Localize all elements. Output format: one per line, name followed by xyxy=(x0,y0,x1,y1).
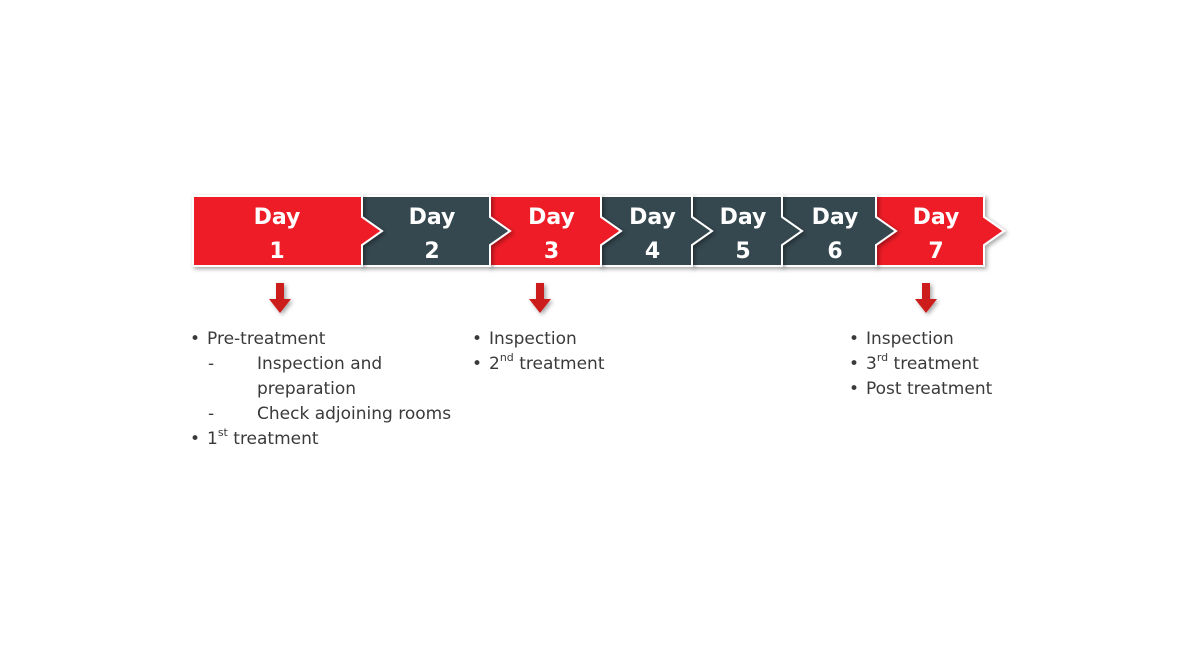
bullet-icon: • xyxy=(472,329,483,349)
note-text: Post treatment xyxy=(866,379,993,399)
day-2-word: Day xyxy=(409,205,456,230)
note-text: Inspection xyxy=(866,329,954,349)
day-6-word: Day xyxy=(812,205,859,230)
list-item: • Inspection xyxy=(849,327,992,352)
day-6-block: Day 6 xyxy=(781,195,898,267)
day-6-segment xyxy=(781,195,898,267)
day-7-number: 7 xyxy=(928,239,943,264)
note-text: 2nd treatment xyxy=(489,351,605,374)
day-7-segment xyxy=(875,195,1006,267)
day-4-number: 4 xyxy=(645,239,660,264)
note-text: 1st treatment xyxy=(207,426,319,449)
list-item: • 2nd treatment xyxy=(472,352,604,377)
note-text: Pre-treatment xyxy=(207,329,326,349)
bullet-icon: • xyxy=(190,329,201,349)
bullet-icon: • xyxy=(190,429,201,449)
day-3-number: 3 xyxy=(544,239,559,264)
day-2-segment xyxy=(361,195,512,267)
sub-list-item: - Inspection and xyxy=(190,352,451,377)
list-item: • Pre-treatment xyxy=(190,327,451,352)
note-text: Inspection and xyxy=(257,354,383,374)
day-7-word: Day xyxy=(913,205,960,230)
note-text: Check adjoining rooms xyxy=(257,404,452,424)
sub-list-item: - Check adjoining rooms xyxy=(190,402,451,427)
day-3-notes: • Inspection • 2nd treatment xyxy=(472,327,604,377)
day-2-block: Day 2 xyxy=(361,195,512,267)
day-4-word: Day xyxy=(629,205,676,230)
day-3-word: Day xyxy=(528,205,575,230)
down-arrow-icon xyxy=(915,283,937,313)
list-item: • Post treatment xyxy=(849,377,992,402)
day-4-block: Day 4 xyxy=(600,195,714,267)
list-item: • 1st treatment xyxy=(190,427,451,452)
day-1-notes: • Pre-treatment - Inspection and prepara… xyxy=(190,327,451,452)
day-1-number: 1 xyxy=(269,239,284,264)
down-arrow-icon xyxy=(529,283,551,313)
list-item: • Inspection xyxy=(472,327,604,352)
note-text: Inspection xyxy=(489,329,577,349)
day-3-block: Day 3 xyxy=(489,195,623,267)
list-item: • 3rd treatment xyxy=(849,352,992,377)
day-1-segment xyxy=(192,195,384,267)
bullet-icon: • xyxy=(472,354,483,374)
day-6-number: 6 xyxy=(827,239,842,264)
bullet-icon: • xyxy=(849,329,860,349)
day-3-segment xyxy=(489,195,623,267)
day-1-word: Day xyxy=(254,205,301,230)
note-text: preparation xyxy=(257,379,357,399)
day-1-block: Day 1 xyxy=(192,195,384,267)
day-4-segment xyxy=(600,195,714,267)
bullet-icon: • xyxy=(849,354,860,374)
dash-icon: - xyxy=(208,354,215,374)
sub-list-item-continuation: preparation xyxy=(190,377,451,402)
day-2-number: 2 xyxy=(424,239,439,264)
note-text: 3rd treatment xyxy=(866,351,979,374)
day-7-block: Day 7 xyxy=(875,195,1006,267)
day-5-word: Day xyxy=(720,205,767,230)
day-5-block: Day 5 xyxy=(691,195,804,267)
dash-icon: - xyxy=(208,404,215,424)
bullet-icon: • xyxy=(849,379,860,399)
day-5-segment xyxy=(691,195,804,267)
day-5-number: 5 xyxy=(735,239,750,264)
down-arrow-icon xyxy=(269,283,291,313)
day-7-notes: • Inspection • 3rd treatment • Post trea… xyxy=(849,327,992,402)
